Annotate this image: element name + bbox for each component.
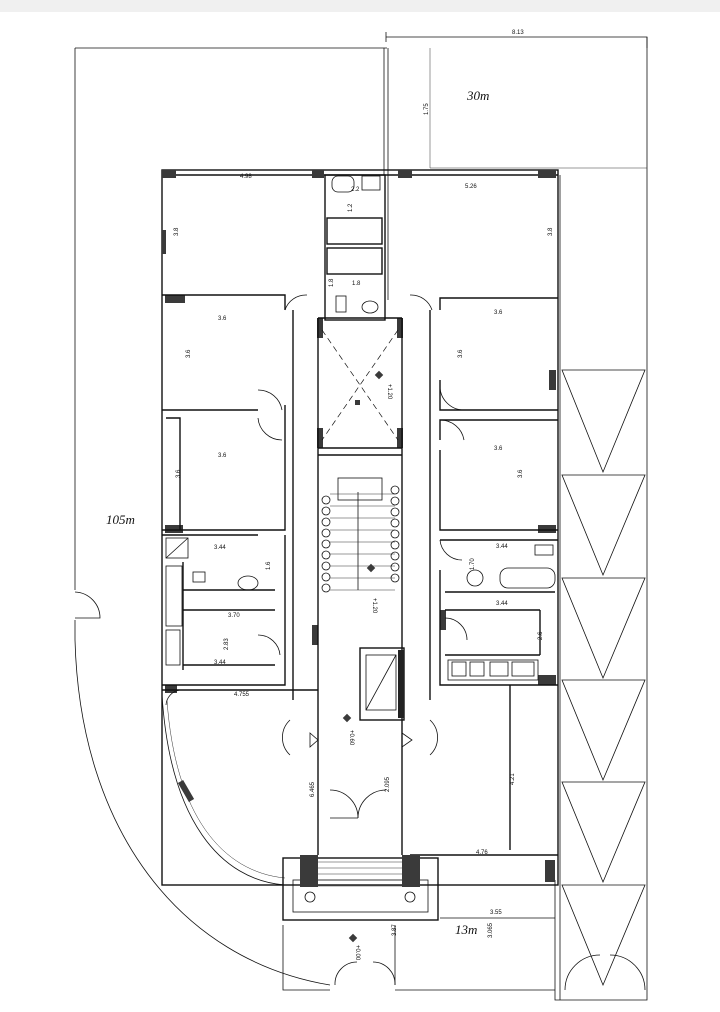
column xyxy=(177,779,195,803)
dim-wc-right-depth: 1.70 xyxy=(470,558,476,570)
building-outline xyxy=(161,169,559,886)
dim-right-hall: 4.21 xyxy=(510,773,516,785)
curved-boundary-inner xyxy=(161,694,286,886)
dim-bath-c: 1.8 xyxy=(329,278,335,287)
level-ground: +0.00 xyxy=(354,945,360,961)
staircase xyxy=(321,477,400,593)
dim-bath-width: 1.8 xyxy=(352,281,361,287)
window-top-strip xyxy=(0,0,720,12)
void-cross xyxy=(321,329,399,441)
area-label-top: 30m xyxy=(466,88,489,103)
dim-bath-a: 2.2 xyxy=(351,187,360,193)
curved-boundary-outer xyxy=(74,639,331,986)
dim-room-tl-width: 4.98 xyxy=(240,174,252,180)
dim-entry-left: 4.755 xyxy=(234,692,250,698)
entry-arrow-left xyxy=(309,732,319,748)
dim-room-tr-depth: 3.8 xyxy=(548,227,554,236)
bath-top xyxy=(324,174,386,321)
dim-bath-b: 1.2 xyxy=(348,203,354,212)
dim-bottom-c: 3.87 xyxy=(392,924,398,936)
area-label-bottom: 13m xyxy=(455,922,477,937)
dim-kitchen-left: 3.70 xyxy=(228,613,240,619)
curved-boundary-inner-2 xyxy=(166,699,286,879)
dim-bottom-a: 3.55 xyxy=(490,910,502,916)
dim-room-tl-depth: 3.8 xyxy=(174,227,180,236)
dim-bed3-depth: 3.6 xyxy=(176,469,182,478)
left-rooms xyxy=(162,294,318,691)
plot-boundary xyxy=(74,36,648,1001)
central-corridor xyxy=(292,310,431,855)
doors xyxy=(74,294,468,986)
level-markers xyxy=(342,370,384,943)
dim-top-depth: 1.75 xyxy=(424,103,430,115)
dim-wc-right: 3.44 xyxy=(496,544,508,550)
level-labels: +1.20 +1.20 +0.60 +0.00 xyxy=(348,384,392,961)
dim-bed3-width: 3.6 xyxy=(218,453,227,459)
dim-bed1-depth: 3.6 xyxy=(186,349,192,358)
entrance-steps xyxy=(282,855,555,991)
columns xyxy=(162,170,556,882)
dim-top-width: 8.13 xyxy=(512,30,524,36)
dim-bed4-depth: 3.6 xyxy=(518,469,524,478)
dim-corridor-right: 2.095 xyxy=(385,776,391,792)
elevator xyxy=(359,647,405,721)
dim-bed2-depth: 3.6 xyxy=(458,349,464,358)
dim-bed4-width: 3.6 xyxy=(494,446,503,452)
dim-bottom-b: 3.065 xyxy=(488,922,494,938)
dim-kitchen-left-b: 2.83 xyxy=(224,638,230,650)
area-label-left: 105m xyxy=(106,512,135,527)
dim-right-bottom: 4.76 xyxy=(476,850,488,856)
level-entry: +0.60 xyxy=(348,730,354,746)
level-stair-mid: +1.20 xyxy=(371,598,377,614)
kitchen-left-fixtures xyxy=(165,537,259,666)
level-stair: +1.20 xyxy=(386,384,392,400)
dim-kitchen-right: 3.44 xyxy=(496,601,508,607)
dim-room-tr-width: 5.26 xyxy=(465,184,477,190)
dim-kitchen-right-depth: 2.6 xyxy=(538,631,544,640)
dim-bed1-width: 3.6 xyxy=(218,316,227,322)
dimension-labels: 8.13 1.75 4.98 3.8 5.26 3.8 1.8 2.2 1.2 … xyxy=(174,30,554,938)
dim-wc-left-depth: 1.6 xyxy=(266,561,272,570)
kitchen-right-fixtures xyxy=(447,544,556,681)
dim-corridor-left: 6.465 xyxy=(310,781,316,797)
right-rooms xyxy=(410,297,558,856)
dim-bed2-width: 3.6 xyxy=(494,310,503,316)
dim-kitchen-left-c: 3.44 xyxy=(214,660,226,666)
right-triangles xyxy=(559,175,646,1000)
dim-wc-left: 3.44 xyxy=(214,545,226,551)
entry-arrow-right xyxy=(401,732,413,748)
